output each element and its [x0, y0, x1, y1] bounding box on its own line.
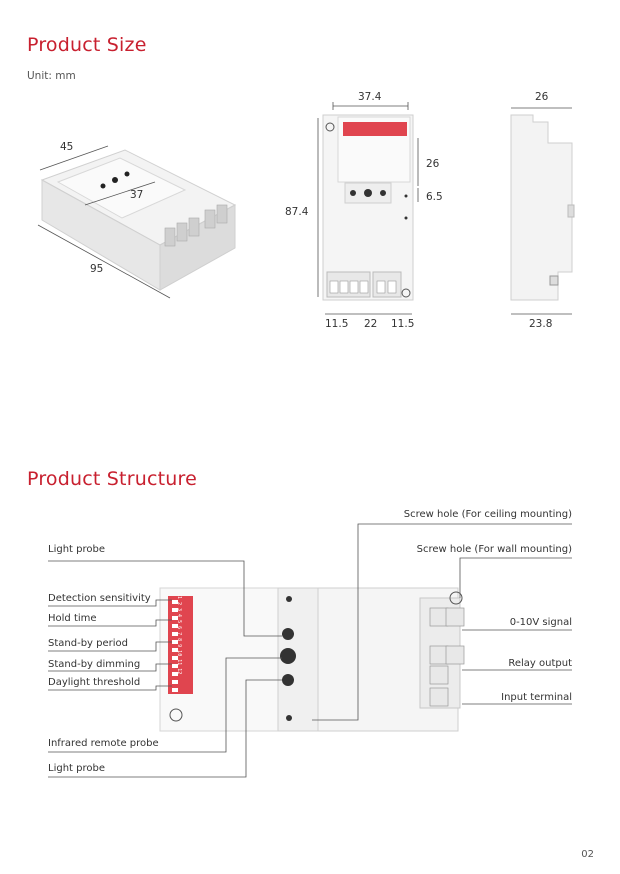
front-height-label: 87.4: [285, 206, 309, 218]
label-screw-hole-wall: Screw hole (For wall mounting): [416, 544, 572, 555]
dip-numbers: 1 2 3 4 5 6 7 8 9 10 11 12: [176, 596, 182, 675]
product-structure-title: Product Structure: [27, 468, 197, 490]
side-top-label: 26: [535, 91, 549, 103]
front-mid-label: 22: [364, 318, 377, 330]
label-hold-time: Hold time: [48, 613, 97, 624]
front-top-label: 26: [426, 158, 440, 170]
label-infrared-remote-probe: Infrared remote probe: [48, 738, 159, 749]
iso-length-label: 95: [90, 263, 103, 275]
label-light-probe-top: Light probe: [48, 544, 105, 555]
iso-depth-label: 37: [130, 189, 143, 201]
label-detection-sensitivity: Detection sensitivity: [48, 593, 151, 604]
unit-label: Unit: mm: [27, 70, 76, 82]
label-standby-dimming: Stand-by dimming: [48, 659, 141, 670]
front-left-label: 11.5: [325, 318, 348, 330]
page-number: 02: [581, 849, 594, 860]
label-relay-output: Relay output: [508, 658, 572, 669]
label-light-probe-bottom: Light probe: [48, 763, 105, 774]
structure-diagram: [159, 587, 465, 732]
label-daylight-threshold: Daylight threshold: [48, 677, 141, 688]
side-bottom-label: 23.8: [529, 318, 552, 330]
label-input-terminal: Input terminal: [501, 692, 572, 703]
leader-lines: [48, 523, 572, 778]
label-screw-hole-ceiling: Screw hole (For ceiling mounting): [403, 509, 572, 520]
front-width-label: 37.4: [358, 91, 382, 103]
front-right-label: 11.5: [391, 318, 414, 330]
label-standby-period: Stand-by period: [48, 638, 128, 649]
label-0-10v-signal: 0-10V signal: [509, 617, 572, 628]
isometric-view: 45 37 95: [37, 141, 237, 299]
side-view: 26 23.8: [510, 91, 575, 330]
product-size-title: Product Size: [27, 34, 147, 56]
front-view: 37.4 87.4 26 6.5 11.5 22 11.5: [285, 91, 443, 330]
iso-width-label: 45: [60, 141, 73, 153]
front-gap-label: 6.5: [426, 191, 443, 203]
